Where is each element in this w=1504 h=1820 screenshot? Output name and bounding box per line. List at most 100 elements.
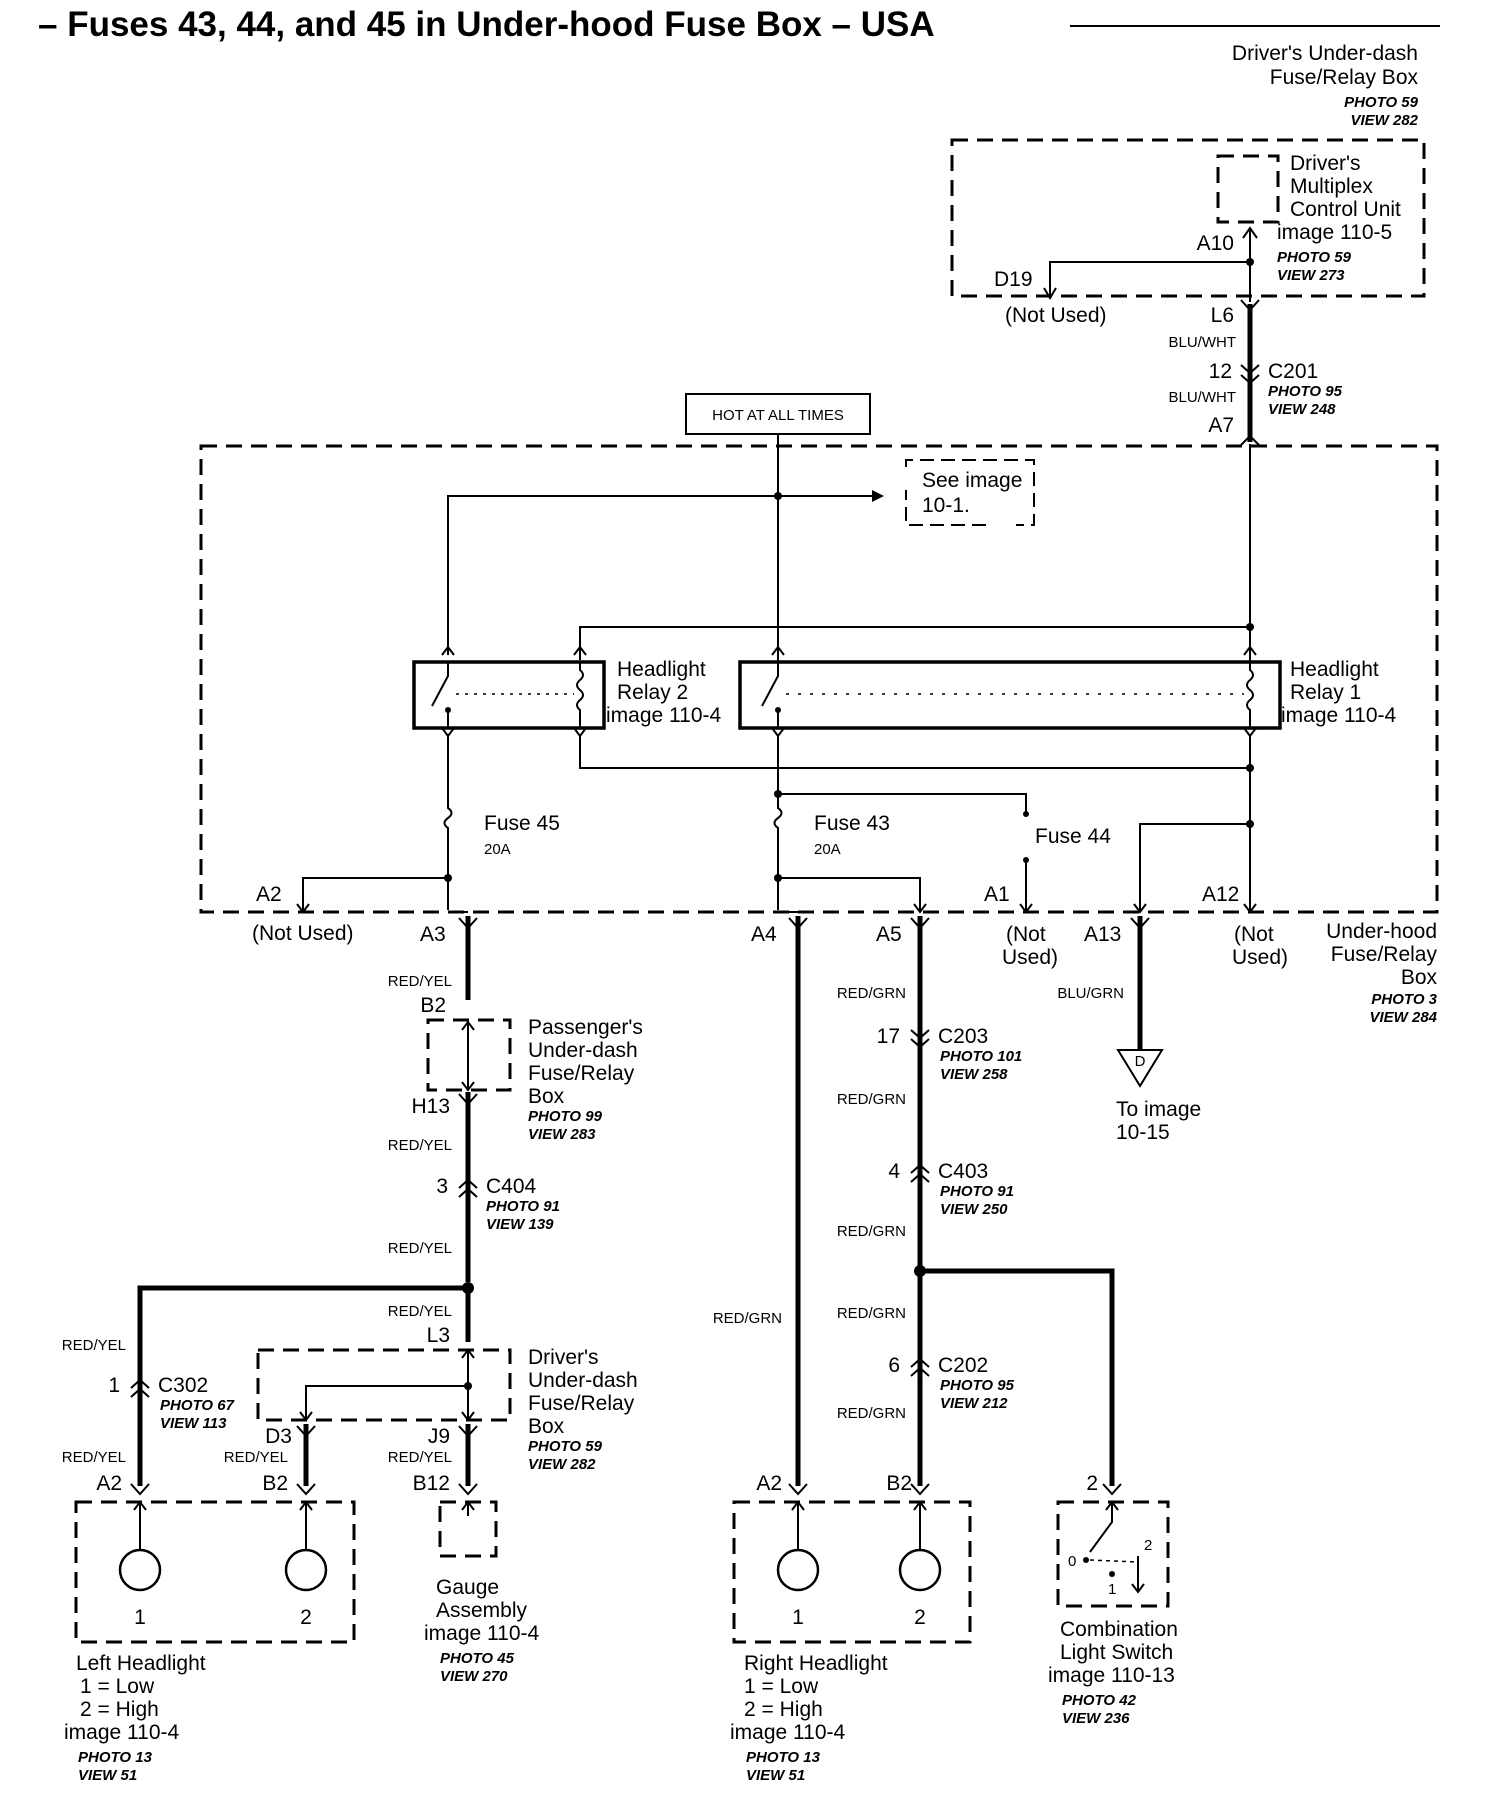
switch-pos-0: 0 (1068, 1553, 1076, 1570)
rh-name-3: 2 = High (744, 1698, 823, 1721)
passenger-box-arrow-in (461, 1020, 475, 1031)
c203-view: VIEW 258 (940, 1066, 1008, 1083)
junction-coil-bottom (1246, 764, 1254, 772)
connector-c202-a (910, 1357, 930, 1368)
rh-pin-b2: B2 (886, 1472, 912, 1495)
gauge-name-1: Gauge (436, 1576, 499, 1599)
switch-name-1: Combination (1060, 1618, 1178, 1641)
c203-pin: 17 (877, 1025, 900, 1048)
rh-name-4: image 110-4 (730, 1721, 846, 1744)
hot-label: HOT AT ALL TIMES (712, 407, 844, 424)
passenger-box-view: VIEW 283 (528, 1126, 596, 1143)
wire-a13-inner (1139, 823, 1250, 912)
wire-coil-ground-link (579, 736, 1250, 769)
wire-color-blu-wht-1: BLU/WHT (1169, 334, 1237, 351)
pin-a1: A1 (984, 883, 1010, 906)
junction-hot-top (774, 492, 782, 500)
c403-pin: 4 (888, 1160, 900, 1183)
pin-a12: A12 (1202, 883, 1239, 906)
connector-a5 (910, 917, 930, 930)
c403-view: VIEW 250 (940, 1201, 1008, 1218)
switch-photo: PHOTO 42 (1062, 1692, 1137, 1709)
to-image-line-1: To image (1116, 1098, 1201, 1121)
relay2-coil (576, 662, 584, 728)
arrow-gauge-b12 (458, 1483, 478, 1496)
gauge-arrow (461, 1500, 475, 1511)
drivers-box-low-arrow-d3 (299, 1411, 313, 1422)
c302-name: C302 (158, 1374, 208, 1397)
connector-c302-b (130, 1387, 150, 1398)
wire-color-red-yel-7: RED/YEL (224, 1449, 288, 1466)
wire-color-red-yel-8: RED/YEL (388, 1449, 452, 1466)
wire-fuse43-col (773, 736, 783, 910)
arrow-relay1-sw-in (771, 645, 785, 656)
fuse43-name: Fuse 43 (814, 812, 890, 835)
c403-photo: PHOTO 91 (940, 1183, 1014, 1200)
c201-name: C201 (1268, 360, 1318, 383)
c201-pin: 12 (1209, 360, 1232, 383)
pin-d19: D19 (994, 268, 1033, 291)
connector-c302-a (130, 1378, 150, 1389)
arrow-lh-b2 (296, 1483, 316, 1496)
multiplex-view: VIEW 273 (1277, 267, 1345, 284)
drivers-box-low-arrow-j9 (461, 1411, 475, 1422)
drivers-underdash-box-low: Driver's Under-dash Fuse/Relay Box PHOTO… (256, 1346, 638, 1473)
arrow-a13-in (1133, 903, 1147, 914)
arrow-d19 (1043, 287, 1057, 300)
relay2-contact (445, 707, 451, 713)
relay2-name-1: Headlight (617, 658, 706, 681)
gauge-view: VIEW 270 (440, 1668, 508, 1685)
drivers-underdash-top-view: VIEW 282 (1350, 112, 1418, 129)
drivers-box-low-outline (256, 1348, 512, 1422)
relay1-outline (738, 660, 1282, 730)
wire-color-red-yel-5: RED/YEL (62, 1337, 126, 1354)
pin-a2: A2 (256, 883, 282, 906)
lh-lamp-low (118, 1548, 162, 1592)
pin-a7: A7 (1208, 414, 1234, 437)
wire-color-red-grn-a4: RED/GRN (713, 1310, 782, 1327)
switch-view: VIEW 236 (1062, 1710, 1130, 1727)
wire-h13-connector (458, 1093, 478, 1106)
c201-group: L6 BLU/WHT 12 C201 PHOTO 95 VIEW 248 BLU… (1169, 299, 1343, 446)
sw-pin-2: 2 (1086, 1472, 1098, 1495)
connector-c202-b (910, 1366, 930, 1377)
rh-lamp-1-label: 1 (792, 1606, 804, 1629)
wire-color-red-grn-4: RED/GRN (837, 1305, 906, 1322)
lh-pin-a2: A2 (96, 1472, 122, 1495)
lh-name-4: image 110-4 (64, 1721, 180, 1744)
left-headlight-outline (74, 1500, 356, 1644)
arrow-a12 (1243, 903, 1257, 914)
lh-photo: PHOTO 13 (78, 1749, 153, 1766)
rh-view: VIEW 51 (746, 1767, 805, 1784)
headlight-relay-1: Headlight Relay 1 image 110-4 (738, 658, 1397, 730)
arrow-a1 (1019, 903, 1033, 914)
headlight-relay-2: Headlight Relay 2 image 110-4 (412, 658, 722, 730)
passenger-underdash-box: Passenger's Under-dash Fuse/Relay Box PH… (426, 1016, 643, 1143)
wire-color-red-grn-1: RED/GRN (837, 985, 906, 1002)
underhood-photo: PHOTO 3 (1371, 991, 1437, 1008)
combination-light-switch: 0 1 2 Combination Light Switch image 110… (1048, 1500, 1178, 1727)
c203-name: C203 (938, 1025, 988, 1048)
fuse43-rating: 20A (814, 841, 841, 858)
junction-a10 (1246, 258, 1254, 266)
lh-name-1: Left Headlight (76, 1652, 206, 1675)
wire-color-red-grn-2: RED/GRN (837, 1091, 906, 1108)
passenger-box-name-3: Fuse/Relay (528, 1062, 635, 1085)
passenger-box-photo: PHOTO 99 (528, 1108, 603, 1125)
see-image-line-2: 10-1. (922, 494, 970, 517)
switch-name-2: Light Switch (1060, 1641, 1173, 1664)
arrow-rh-a2 (788, 1483, 808, 1496)
wire-color-blu-grn: BLU/GRN (1057, 985, 1124, 1002)
rh-lamp-low (776, 1548, 820, 1592)
switch-name-3: image 110-13 (1048, 1664, 1175, 1687)
wire-color-red-yel-6: RED/YEL (62, 1449, 126, 1466)
multiplex-photo: PHOTO 59 (1277, 249, 1352, 266)
connector-c201-a (1240, 364, 1260, 375)
c404-name: C404 (486, 1175, 537, 1198)
arrow-lh-a2 (130, 1483, 150, 1496)
wire-left-headlight-feed (137, 1285, 468, 1486)
lh-view: VIEW 51 (78, 1767, 137, 1784)
arrow-a2 (296, 903, 310, 914)
c201-view: VIEW 248 (1268, 401, 1336, 418)
